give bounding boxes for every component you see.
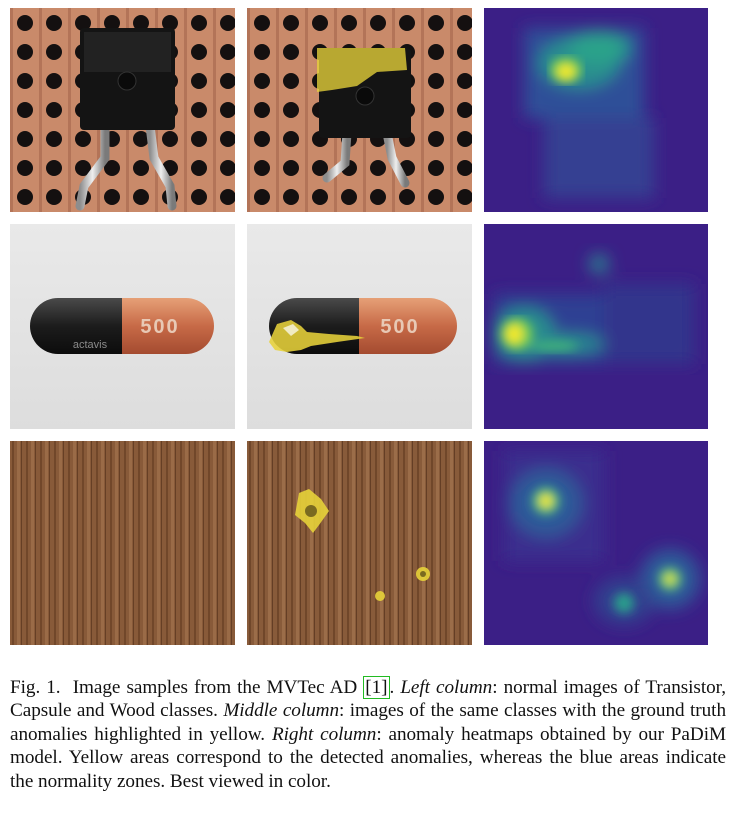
figure-caption: Fig. 1. Image samples from the MVTec AD … [10, 676, 726, 793]
capsule-anomaly-image: 500 [247, 224, 472, 429]
left-column-label: Left column [400, 677, 493, 698]
capsule-dose-label: 500 [140, 316, 179, 338]
transistor-normal-image [10, 8, 235, 212]
capsule-heatmap [484, 224, 708, 429]
capsule-brand-label: actavis [73, 339, 108, 351]
wood-heatmap [484, 441, 708, 645]
capsule-anomaly-dose-label: 500 [380, 316, 419, 338]
figure-label: Fig. 1. [10, 677, 61, 698]
middle-column-label: Middle column [223, 700, 340, 722]
transistor-anomaly-image [247, 8, 472, 212]
caption-text-1: Image samples from the MVTec AD [72, 677, 364, 698]
right-column-label: Right column [271, 723, 377, 745]
caption-text-2: . [389, 677, 401, 698]
caption-text-4: : images of the same classes with the gr… [10, 700, 726, 745]
transistor-heatmap [484, 8, 708, 212]
caption-text-5: : anomaly heatmaps obtained by our PaDiM… [10, 723, 726, 792]
wood-anomaly-image [247, 441, 472, 645]
capsule-normal-image: 500 actavis [10, 224, 235, 429]
figure-grid: 500 actavis 500 [10, 8, 708, 645]
citation-link[interactable]: [1] [363, 676, 390, 699]
caption-text-3: : normal images of Transistor, Capsule a… [10, 677, 726, 722]
wood-normal-image [10, 441, 235, 645]
